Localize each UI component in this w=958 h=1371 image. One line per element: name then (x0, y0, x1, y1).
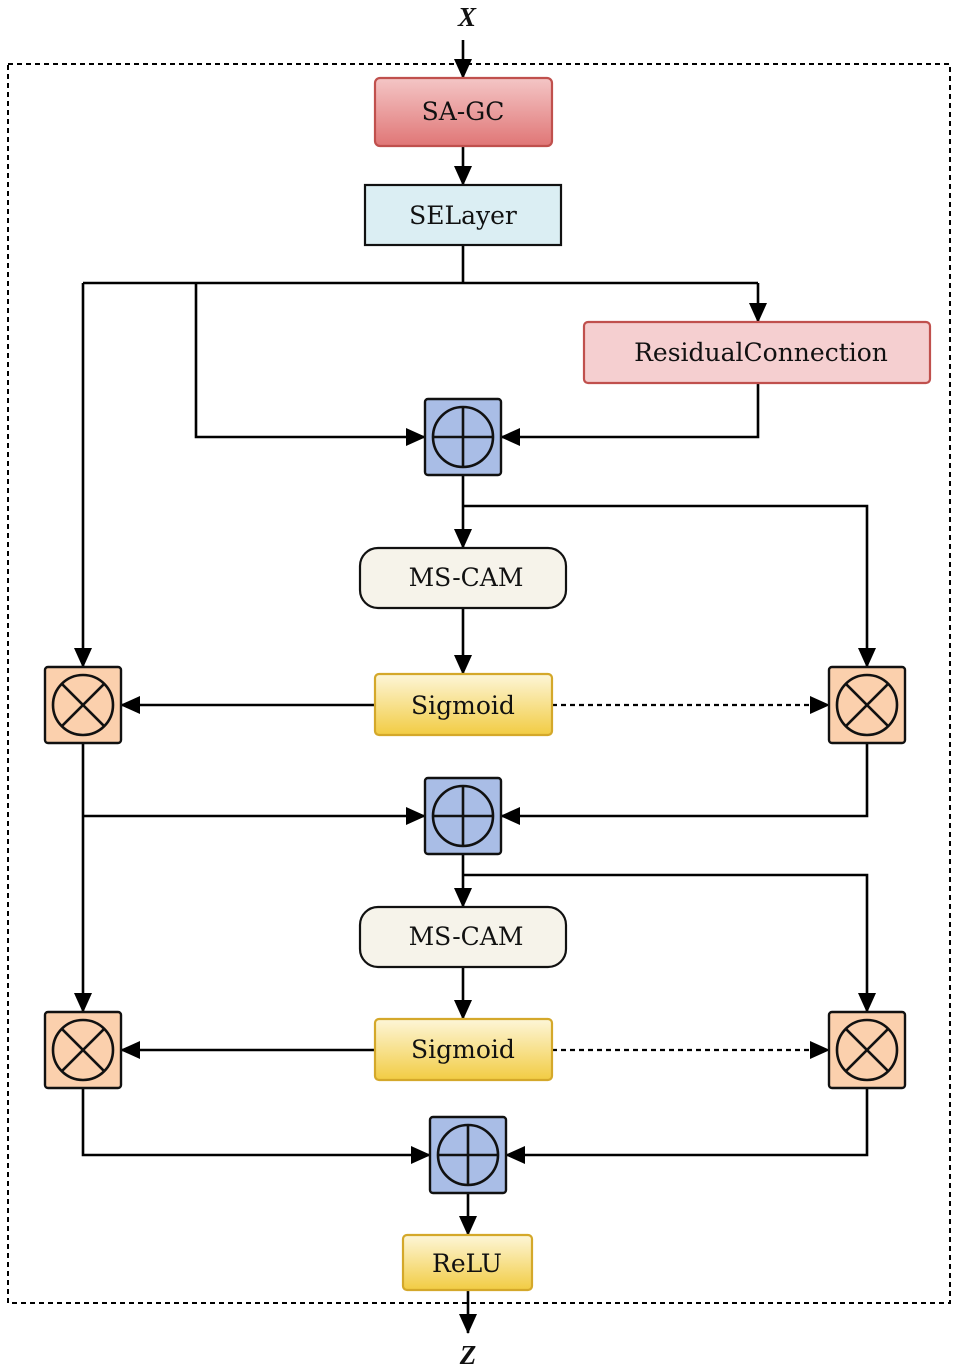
block-boundary (7, 63, 951, 1304)
relu-label: ReLU (432, 1249, 502, 1278)
sigmoid-label-2: Sigmoid (411, 1035, 515, 1064)
sigmoid-label-1: Sigmoid (411, 691, 515, 720)
mscam-block-2: MS-CAM (358, 905, 568, 969)
sigmoid-block-1: Sigmoid (373, 672, 554, 737)
residual-connection-label: ResidualConnection (634, 338, 888, 367)
multiply-operator-right-1-icon (827, 665, 907, 745)
multiply-operator-left-2-icon (43, 1010, 123, 1090)
multiply-operator-right-2-icon (827, 1010, 907, 1090)
sagc-block: SA-GC (373, 76, 554, 148)
add-operator-3-icon (428, 1115, 508, 1195)
selayer-block: SELayer (363, 183, 563, 247)
output-label: Z (459, 1340, 477, 1370)
input-label: X (457, 2, 477, 32)
sigmoid-block-2: Sigmoid (373, 1017, 554, 1082)
relu-block: ReLU (401, 1233, 534, 1292)
connectors (74, 40, 876, 1334)
residual-connection-block: ResidualConnection (582, 320, 932, 385)
add-operator-2-icon (423, 776, 503, 856)
mscam-label-1: MS-CAM (409, 563, 524, 592)
multiply-operator-left-1-icon (43, 665, 123, 745)
add-operator-1-icon (423, 397, 503, 477)
mscam-block-1: MS-CAM (358, 546, 568, 610)
selayer-label: SELayer (409, 201, 517, 230)
mscam-label-2: MS-CAM (409, 922, 524, 951)
sagc-label: SA-GC (422, 97, 505, 126)
